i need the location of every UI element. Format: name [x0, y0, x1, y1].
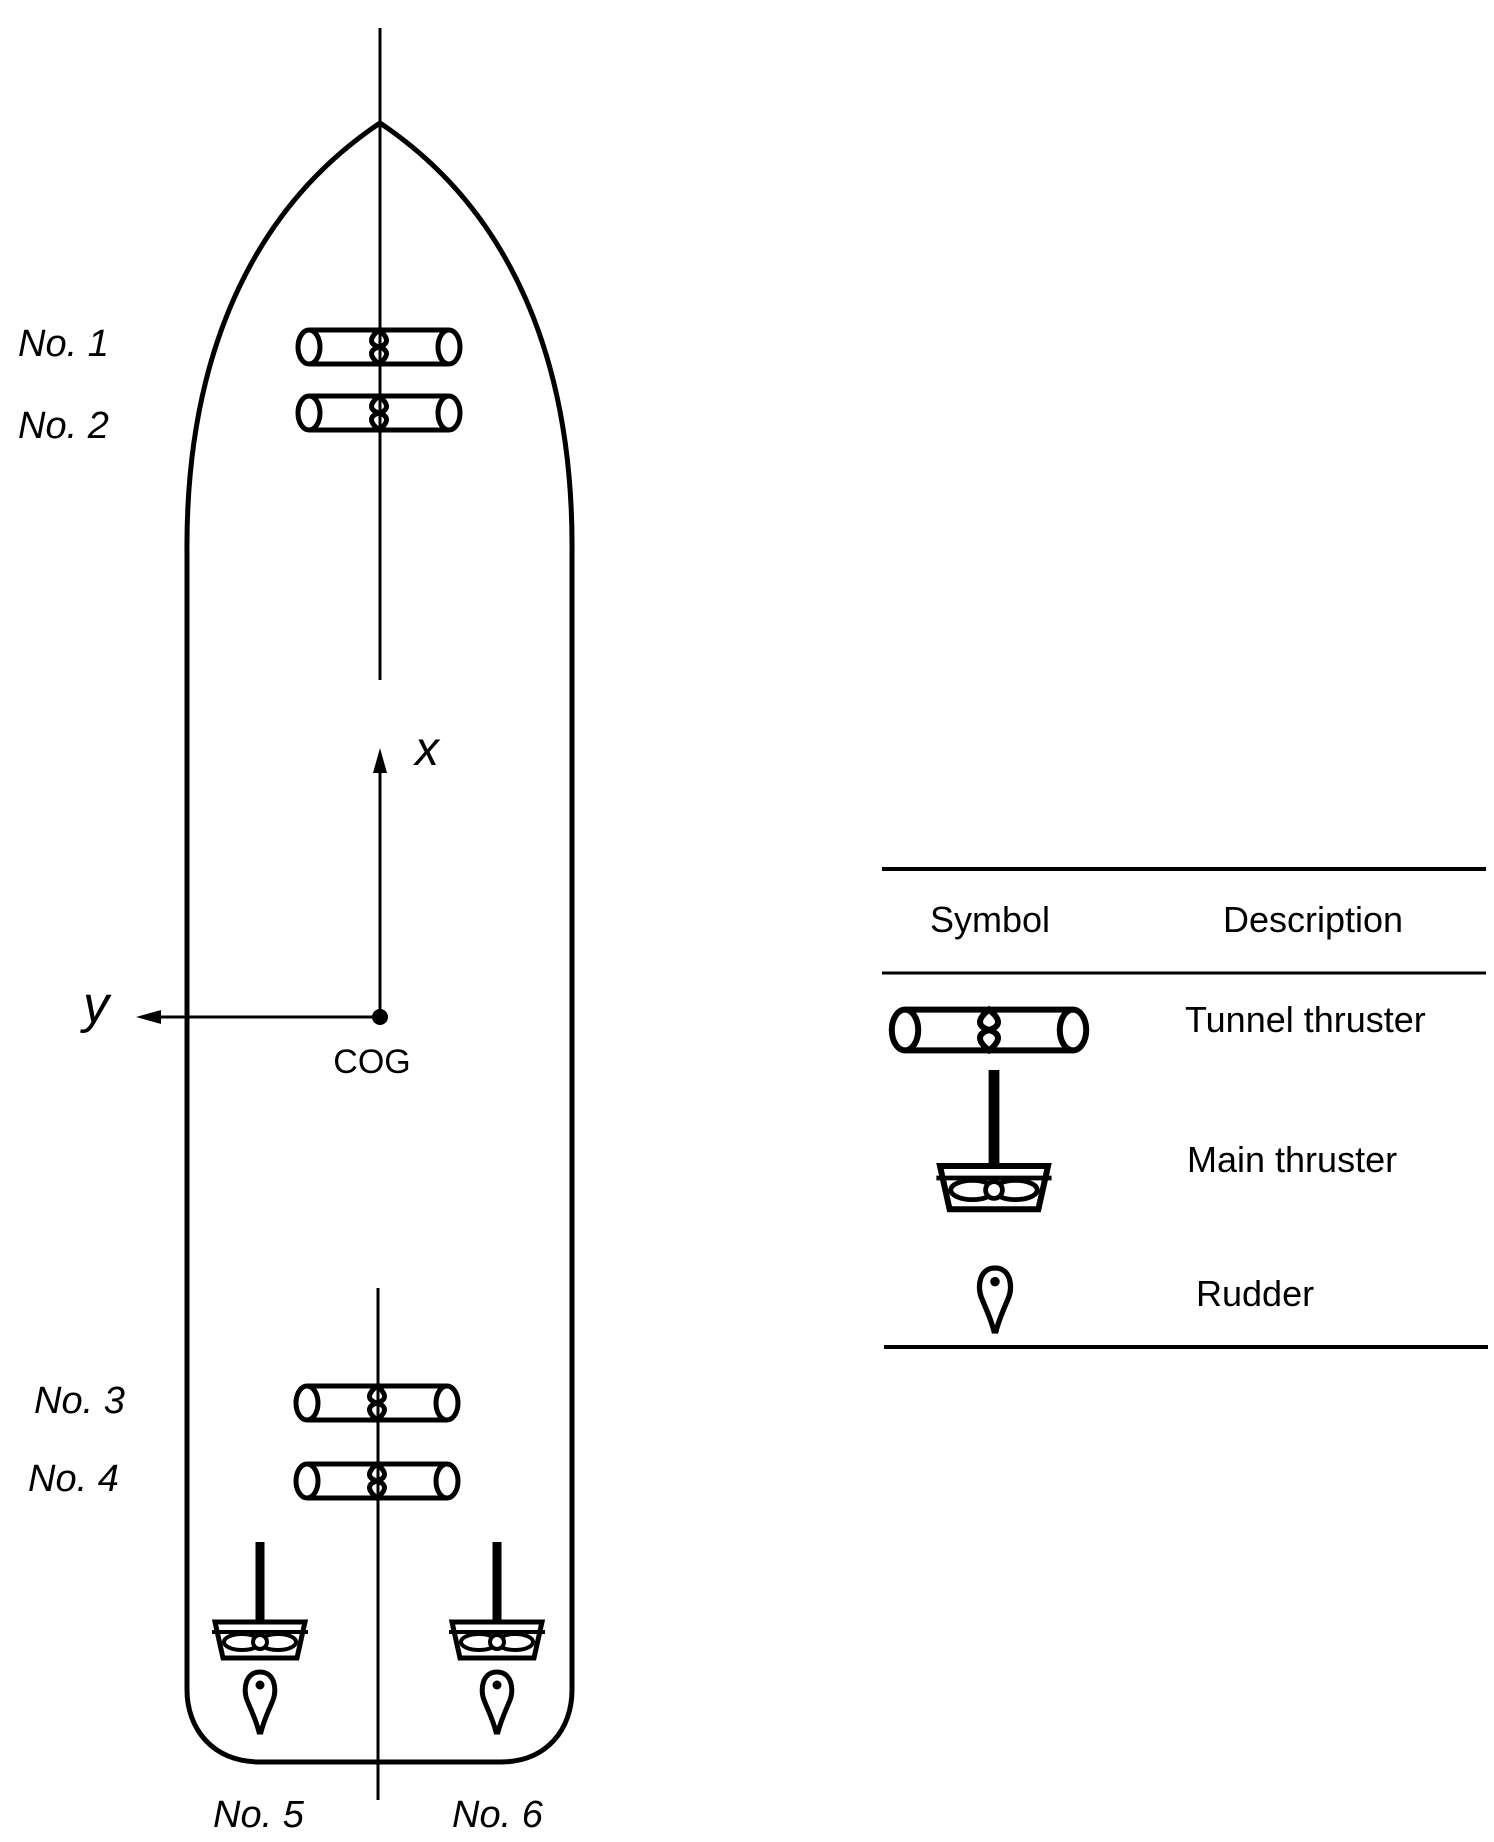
legend-description-tunnel-thruster: Tunnel thruster	[1185, 999, 1426, 1040]
legend-header-description: Description	[1223, 899, 1403, 940]
legend-description-main-thruster: Main thruster	[1187, 1139, 1397, 1180]
rudder-icon	[245, 1672, 275, 1732]
thruster-label-no5: No. 5	[213, 1794, 305, 1836]
legend-header-symbol: Symbol	[930, 899, 1050, 940]
cog-point	[372, 1009, 388, 1025]
main-thruster-icon	[936, 1070, 1051, 1209]
thruster-label-no3: No. 3	[34, 1380, 125, 1422]
ship-hull-outline	[184, 119, 575, 1765]
thruster-label-no4: No. 4	[28, 1458, 119, 1500]
y-axis-label: y	[80, 976, 112, 1034]
rudder-icon	[979, 1268, 1010, 1331]
legend-table: Symbol Description Tunnel thruster Main …	[882, 867, 1488, 1349]
y-axis-arrowhead	[136, 1010, 161, 1024]
thruster-label-no1: No. 1	[18, 323, 109, 365]
thruster-label-no2: No. 2	[18, 405, 109, 447]
x-axis-arrowhead	[373, 748, 387, 773]
rudder-icon	[482, 1672, 512, 1732]
x-axis-label: x	[413, 723, 441, 776]
main-thruster-icon	[449, 1542, 545, 1658]
main-thruster-icon	[212, 1542, 308, 1658]
legend-description-rudder: Rudder	[1196, 1273, 1314, 1314]
thruster-label-no6: No. 6	[452, 1794, 544, 1836]
cog-label: COG	[333, 1043, 410, 1081]
tunnel-thruster-icon	[892, 1010, 1086, 1051]
